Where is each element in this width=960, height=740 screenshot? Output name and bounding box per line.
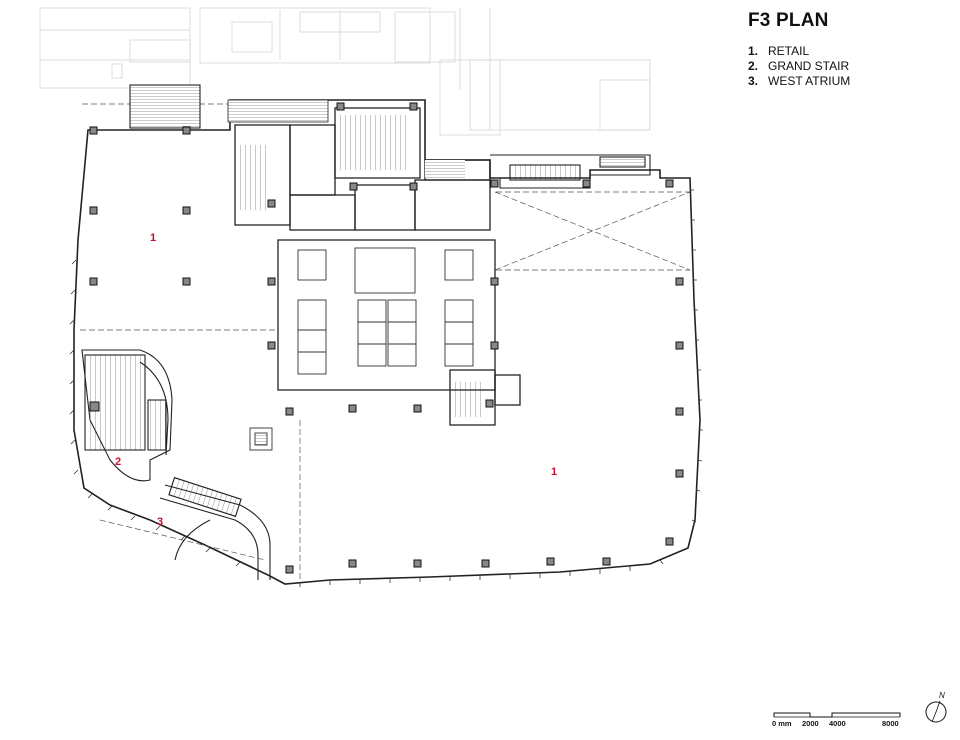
legend-item-number: 2. xyxy=(748,59,759,73)
core xyxy=(234,107,521,426)
floor-outline xyxy=(73,99,701,585)
scale-tick: 0 mm xyxy=(772,719,792,728)
zone-label-retail-west: 1 xyxy=(150,232,157,244)
zone-label-grand-stair: 2 xyxy=(115,456,122,468)
legend-item-label: RETAIL xyxy=(768,44,810,58)
plan-title: F3 PLAN xyxy=(748,10,829,31)
zone-label-retail-east: 1 xyxy=(551,466,558,478)
legend-item-number: 3. xyxy=(748,74,759,88)
scale-tick: 8000 xyxy=(882,719,899,728)
north-label: N xyxy=(939,691,945,700)
planter-box xyxy=(249,427,273,451)
legend-item: 1. RETAIL xyxy=(748,44,850,59)
legend-item: 3. WEST ATRIUM xyxy=(748,74,850,89)
scale-tick: 2000 xyxy=(802,719,819,728)
scale-tick: 4000 xyxy=(829,719,846,728)
zone-label-west-atrium: 3 xyxy=(157,516,164,528)
facade-fins xyxy=(69,189,703,587)
columns xyxy=(89,102,684,574)
legend-item-number: 1. xyxy=(748,44,759,58)
scale-bar: 0 mm 2000 4000 8000 xyxy=(772,705,902,735)
canopy xyxy=(129,84,201,129)
context-linework xyxy=(39,7,651,136)
elevator-banks xyxy=(297,247,474,375)
core-stair-hatch xyxy=(227,99,485,417)
north-arrow: N xyxy=(922,691,952,728)
bridge xyxy=(490,154,651,189)
legend-item: 2. GRAND STAIR xyxy=(748,59,850,74)
grand-stair xyxy=(81,349,271,580)
legend: 1. RETAIL 2. GRAND STAIR 3. WEST ATRIUM xyxy=(748,44,850,89)
scale-bar-graphic xyxy=(773,712,901,718)
legend-item-label: GRAND STAIR xyxy=(768,59,850,73)
legend-item-label: WEST ATRIUM xyxy=(768,74,851,88)
north-arrow-icon xyxy=(925,700,947,723)
